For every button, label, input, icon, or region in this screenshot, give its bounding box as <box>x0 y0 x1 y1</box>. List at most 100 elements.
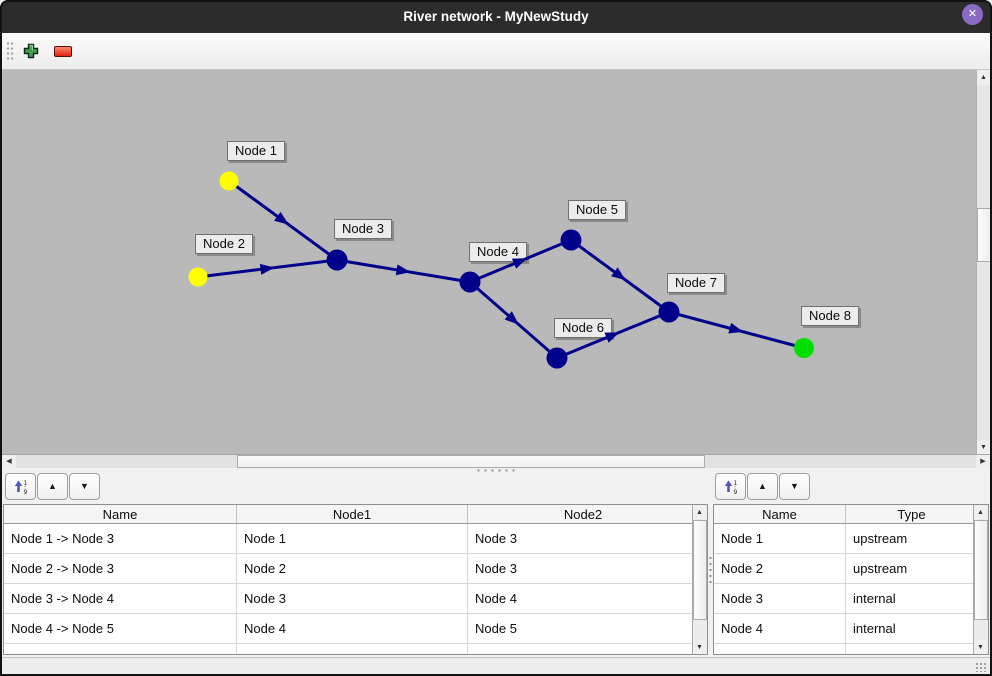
edge-arrow-icon <box>504 311 519 325</box>
table-cell[interactable]: Node 2 -> Node 3 <box>4 553 237 584</box>
table-cell[interactable]: Node 3 <box>236 583 468 614</box>
nodes-move-down-button[interactable]: ▼ <box>779 473 810 500</box>
table-cell[interactable]: Node 4 <box>714 613 846 644</box>
node-label-n4[interactable]: Node 4 <box>469 242 527 262</box>
sort-ascending-icon: 1 9 <box>14 480 27 495</box>
edge-arrow-icon <box>604 332 620 343</box>
table-cell[interactable]: internal <box>845 583 974 614</box>
table-cell[interactable]: Node 3 <box>467 553 693 584</box>
scroll-right-button[interactable]: ▶ <box>976 455 990 468</box>
down-arrow-icon: ▼ <box>977 643 984 651</box>
column-header[interactable]: Node1 <box>236 505 468 524</box>
empty-cell <box>236 643 468 654</box>
scroll-down-button[interactable]: ▼ <box>977 440 990 454</box>
vertical-scroll-thumb[interactable] <box>977 208 991 262</box>
horizontal-scroll-thumb[interactable] <box>237 455 705 468</box>
nodes-move-up-button[interactable]: ▲ <box>747 473 778 500</box>
column-header[interactable]: Type <box>845 505 974 524</box>
node-n8[interactable] <box>794 338 814 358</box>
resize-grip-icon[interactable] <box>975 662 986 672</box>
column-header[interactable]: Name <box>714 505 846 524</box>
node-n5[interactable] <box>560 229 582 251</box>
add-node-button[interactable] <box>17 37 45 65</box>
links-move-up-button[interactable]: ▲ <box>37 473 68 500</box>
table-cell[interactable]: Node 5 <box>467 613 693 644</box>
down-arrow-icon: ▼ <box>980 443 987 451</box>
up-arrow-icon: ▲ <box>758 481 767 491</box>
nodes-scroll-thumb[interactable] <box>974 520 988 620</box>
table-cell[interactable]: Node 4 -> Node 5 <box>4 613 237 644</box>
close-button[interactable]: ✕ <box>962 4 983 25</box>
scroll-up-button[interactable]: ▲ <box>977 70 990 85</box>
table-cell[interactable]: Node 3 <box>467 523 693 554</box>
column-header[interactable]: Node2 <box>467 505 693 524</box>
close-icon: ✕ <box>967 8 978 20</box>
node-label-n6[interactable]: Node 6 <box>554 318 612 338</box>
up-arrow-icon: ▲ <box>977 508 984 516</box>
canvas-vertical-scrollbar[interactable]: ▲ ▼ <box>976 70 991 454</box>
scroll-down-button[interactable]: ▼ <box>693 640 706 654</box>
node-label-n5[interactable]: Node 5 <box>568 200 626 220</box>
titlebar[interactable]: River network - MyNewStudy ✕ <box>0 0 992 33</box>
edge-arrow-icon <box>259 263 275 275</box>
table-cell[interactable]: internal <box>845 613 974 644</box>
node-label-n8[interactable]: Node 8 <box>801 306 859 326</box>
table-cell[interactable]: Node 1 -> Node 3 <box>4 523 237 554</box>
sort-ascending-icon: 1 9 <box>724 480 737 495</box>
table-cell[interactable]: Node 3 -> Node 4 <box>4 583 237 614</box>
window-title: River network - MyNewStudy <box>403 9 589 24</box>
node-label-n2[interactable]: Node 2 <box>195 234 253 254</box>
scroll-left-button[interactable]: ◀ <box>2 455 16 468</box>
status-bar <box>2 657 990 675</box>
links-sort-button[interactable]: 1 9 <box>5 473 36 500</box>
links-table-scrollbar[interactable]: ▲ ▼ <box>692 505 707 654</box>
links-scroll-thumb[interactable] <box>693 520 707 620</box>
table-cell[interactable]: Node 2 <box>714 553 846 584</box>
down-arrow-icon: ▼ <box>790 481 799 491</box>
node-n4[interactable] <box>459 271 481 293</box>
links-move-down-button[interactable]: ▼ <box>69 473 100 500</box>
node-n2[interactable] <box>188 267 208 287</box>
table-cell[interactable]: Node 4 <box>236 613 468 644</box>
column-header[interactable]: Name <box>4 505 237 524</box>
nodes-sort-button[interactable]: 1 9 <box>715 473 746 500</box>
table-cell[interactable]: Node 1 <box>714 523 846 554</box>
up-arrow-icon: ▲ <box>980 74 987 81</box>
nodes-table-scrollbar[interactable]: ▲ ▼ <box>973 505 988 654</box>
node-label-n1[interactable]: Node 1 <box>227 141 285 161</box>
table-cell[interactable]: Node 4 <box>467 583 693 614</box>
table-cell[interactable]: Node 3 <box>714 583 846 614</box>
table-cell[interactable]: upstream <box>845 523 974 554</box>
node-label-n3[interactable]: Node 3 <box>334 219 392 239</box>
remove-node-button[interactable] <box>49 37 77 65</box>
scroll-up-button[interactable]: ▲ <box>693 505 706 519</box>
node-n1[interactable] <box>219 171 239 191</box>
table-cell[interactable]: Node 1 <box>236 523 468 554</box>
horizontal-splitter[interactable] <box>2 468 990 473</box>
main-toolbar <box>1 33 991 70</box>
table-cell[interactable]: upstream <box>845 553 974 584</box>
scroll-up-button[interactable]: ▲ <box>974 505 987 519</box>
node-label-n7[interactable]: Node 7 <box>667 273 725 293</box>
toolbar-grip-icon[interactable] <box>6 41 14 62</box>
node-n7[interactable] <box>658 301 680 323</box>
canvas[interactable]: Node 1 Node 2 Node 3 Node 4 Node 5 Node 6 Node… <box>2 70 976 454</box>
table-cell[interactable]: Node 2 <box>236 553 468 584</box>
node-n6[interactable] <box>546 347 568 369</box>
canvas-horizontal-scrollbar[interactable]: ◀ ▶ <box>2 454 990 468</box>
scroll-down-button[interactable]: ▼ <box>974 640 987 654</box>
edge-arrow-icon <box>511 258 527 269</box>
vertical-splitter[interactable] <box>709 473 712 657</box>
up-arrow-icon: ▲ <box>48 481 57 491</box>
node-n3[interactable] <box>326 249 348 271</box>
